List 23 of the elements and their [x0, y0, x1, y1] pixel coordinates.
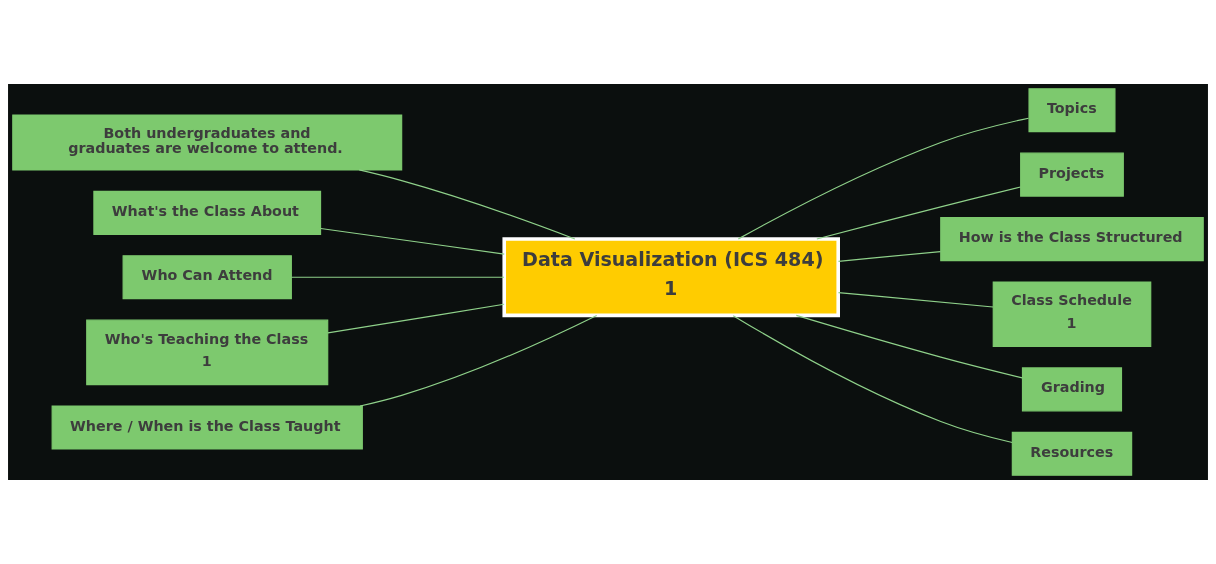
connector [320, 227, 505, 255]
connector [837, 250, 942, 262]
node-box: What's the Class About [93, 190, 322, 235]
node-box: Class Schedule 1 [992, 281, 1152, 347]
node-box: Who Can Attend [122, 255, 292, 300]
connector [290, 276, 505, 278]
node-box: Who's Teaching the Class 1 [86, 319, 329, 386]
node-box: Grading [1021, 367, 1123, 412]
connector [327, 303, 505, 334]
node-box: Projects [1020, 152, 1124, 197]
node-box: Data Visualization (ICS 484) 1 [502, 237, 840, 318]
connector [359, 314, 598, 407]
connector [837, 292, 994, 308]
connector [737, 117, 1030, 240]
node-box: Both undergraduates and graduates are welcome to attend. [12, 114, 403, 171]
node-box: Where / When is the Class Taught [51, 405, 363, 450]
node-box: Topics [1028, 88, 1116, 133]
connector [732, 315, 1013, 444]
connector [795, 314, 1023, 379]
connector [816, 186, 1022, 240]
node-box: How is the Class Structured [940, 217, 1204, 262]
connector [358, 169, 576, 240]
node-box: Resources [1011, 431, 1133, 476]
